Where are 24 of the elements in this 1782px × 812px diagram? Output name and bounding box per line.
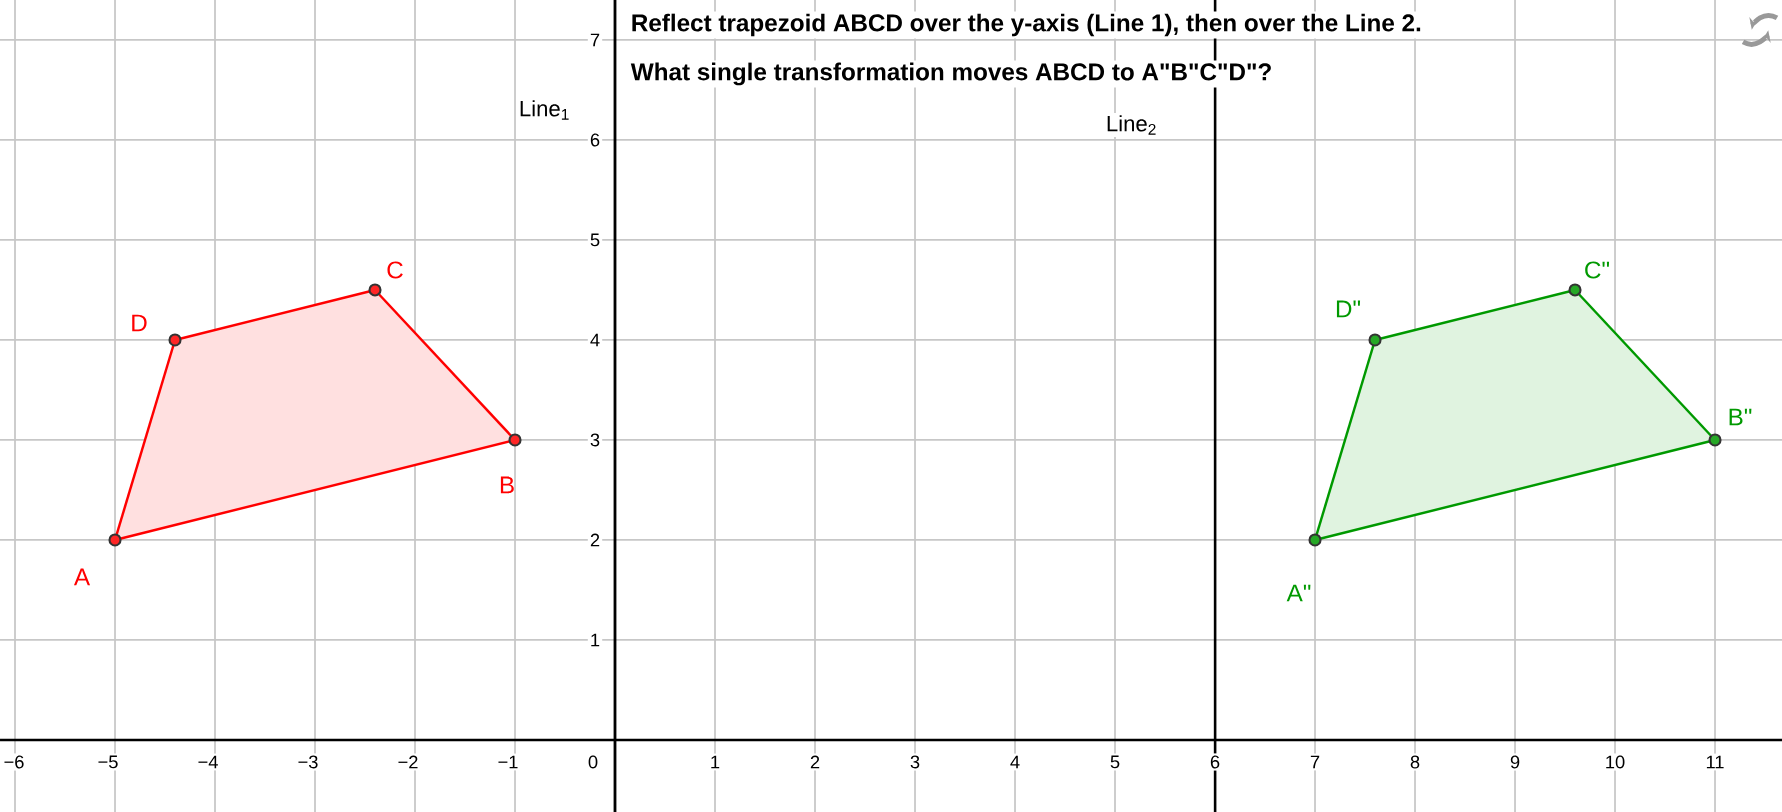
tick-label: −3: [295, 753, 321, 771]
vertex-point: [1568, 283, 1582, 297]
instruction-text: What single transformation moves ABCD to A"B"C"D"?: [628, 60, 1275, 88]
vertex-label: A": [1286, 584, 1311, 602]
vertex-point: [1368, 333, 1382, 347]
line-label: Line$_{2}$: [1103, 113, 1161, 137]
tick-label: −2: [395, 753, 421, 771]
vertex-point: [1308, 533, 1322, 547]
vertex-label: A: [73, 568, 91, 586]
vertex-label: D": [1336, 300, 1361, 318]
vertex-label: C": [1585, 261, 1610, 279]
tick-label: 10: [1602, 753, 1628, 771]
vertex-label: C: [387, 261, 403, 279]
instruction-text: Reflect trapezoid ABCD over the y-axis (Line 1), then over the Line 2.: [628, 11, 1424, 39]
vertex-label: B: [500, 476, 514, 494]
vertex-point: [368, 283, 382, 297]
vertex-label: B": [1729, 408, 1752, 426]
vertex-point: [168, 333, 182, 347]
tick-label: −6: [1, 753, 27, 771]
vertex-point: [108, 533, 122, 547]
vertex-label: D: [132, 314, 147, 332]
vertex-point: [508, 433, 522, 447]
vertex-point: [1708, 433, 1722, 447]
line-label: Line$_{1}$: [516, 98, 574, 122]
